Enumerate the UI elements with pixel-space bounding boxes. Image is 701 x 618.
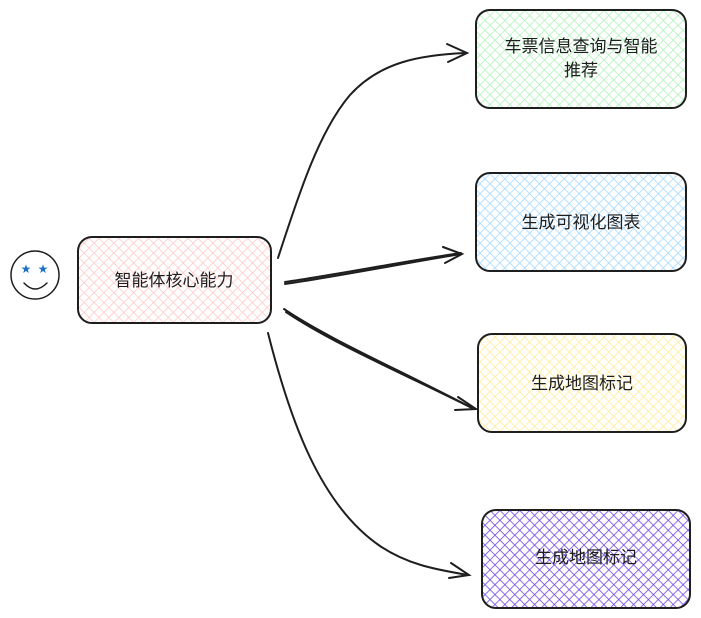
ticket-node-label-line-1: 车票信息查询与智能 bbox=[505, 37, 658, 57]
star-eyes-smiley-icon: ★ ★ bbox=[10, 250, 60, 300]
ticket-node: 车票信息查询与智能 推荐 bbox=[475, 9, 687, 109]
arrow-to-map-node-yellow bbox=[283, 308, 480, 411]
ticket-node-label-line-2: 推荐 bbox=[564, 61, 598, 81]
chart-node: 生成可视化图表 bbox=[475, 172, 687, 272]
map-node-yellow: 生成地图标记 bbox=[477, 333, 687, 433]
map-node-violet: 生成地图标记 bbox=[481, 509, 691, 609]
arrow-to-ticket-node bbox=[277, 43, 470, 259]
center-node: 智能体核心能力 bbox=[77, 236, 272, 324]
center-node-label: 智能体核心能力 bbox=[115, 271, 234, 291]
svg-text:★: ★ bbox=[38, 262, 49, 276]
arrow-to-chart-node bbox=[284, 246, 465, 285]
arrow-to-map-node-violet bbox=[267, 332, 472, 579]
chart-node-label: 生成可视化图表 bbox=[522, 213, 641, 233]
svg-text:★: ★ bbox=[21, 262, 32, 276]
map-node-yellow-label: 生成地图标记 bbox=[531, 374, 633, 394]
map-node-violet-label: 生成地图标记 bbox=[535, 548, 637, 568]
